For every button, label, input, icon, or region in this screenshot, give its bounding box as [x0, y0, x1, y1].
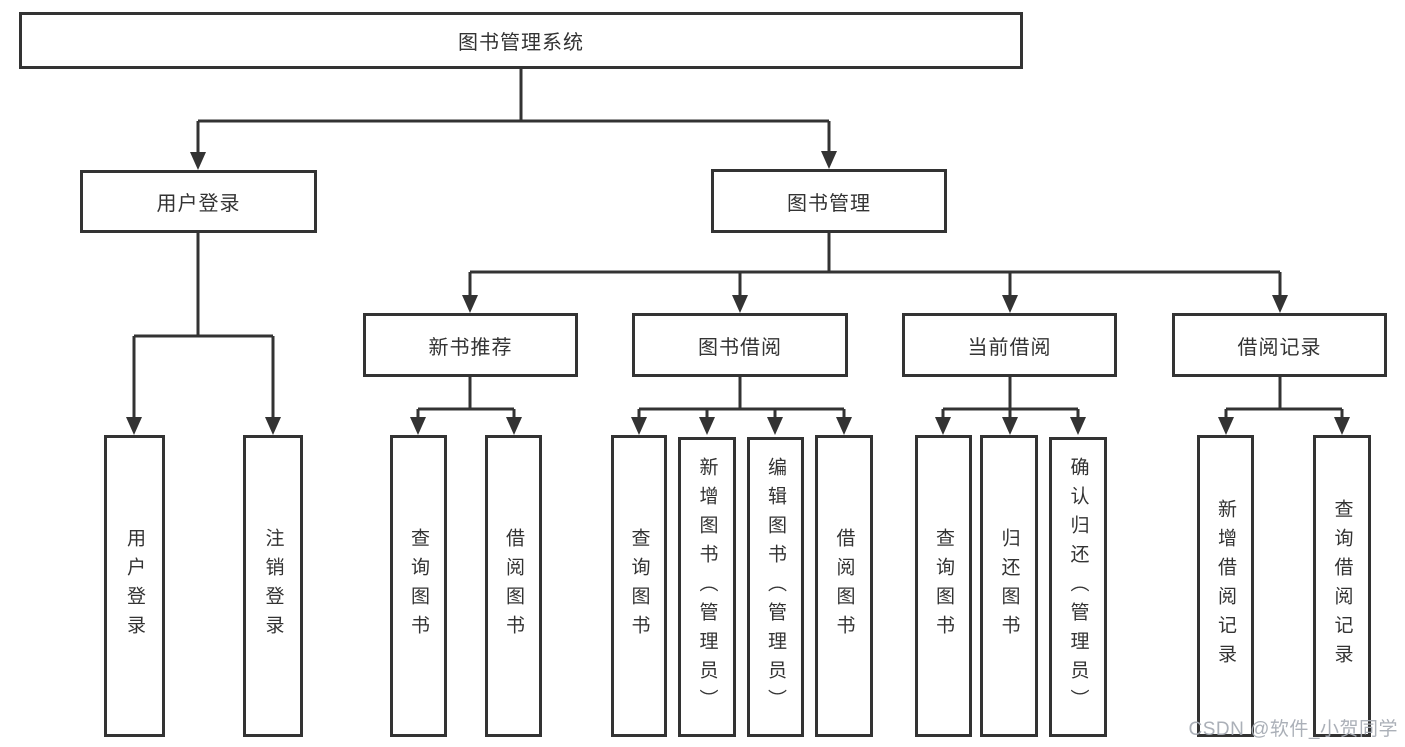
leaf-current-confirm-return-admin: 确认归还（管理员） — [1049, 437, 1107, 737]
leaf-borrow-add-books-admin-label: 新增图书（管理员） — [696, 456, 718, 718]
leaf-borrow-query-books: 查询图书 — [611, 435, 667, 737]
leaf-logout: 注销登录 — [243, 435, 303, 737]
leaf-newbook-query-books-label: 查询图书 — [408, 528, 429, 644]
leaf-borrow-query-books-label: 查询图书 — [628, 528, 650, 644]
node-book-management: 图书管理 — [711, 169, 947, 233]
leaf-borrow-edit-books-admin-label: 编辑图书（管理员） — [765, 456, 786, 718]
leaf-records-query-record: 查询借阅记录 — [1313, 435, 1371, 737]
node-root: 图书管理系统 — [19, 12, 1023, 69]
leaf-borrow-borrow-books: 借阅图书 — [815, 435, 873, 737]
leaf-records-add-record-label: 新增借阅记录 — [1215, 499, 1236, 673]
leaf-borrow-borrow-books-label: 借阅图书 — [833, 528, 855, 644]
watermark: CSDN @软件_小贺同学 — [1188, 719, 1398, 740]
leaf-current-query-books-label: 查询图书 — [933, 528, 954, 644]
node-current-borrow: 当前借阅 — [902, 313, 1117, 377]
leaf-current-return-books: 归还图书 — [980, 435, 1038, 737]
leaf-current-query-books: 查询图书 — [915, 435, 972, 737]
node-new-book-recommend: 新书推荐 — [363, 313, 578, 377]
leaf-newbook-query-books: 查询图书 — [390, 435, 447, 737]
node-book-borrow: 图书借阅 — [632, 313, 848, 377]
leaf-newbook-borrow-books: 借阅图书 — [485, 435, 542, 737]
leaf-records-query-record-label: 查询借阅记录 — [1331, 499, 1353, 673]
leaf-current-confirm-return-admin-label: 确认归还（管理员） — [1067, 456, 1089, 718]
leaf-newbook-borrow-books-label: 借阅图书 — [503, 528, 524, 644]
leaf-current-return-books-label: 归还图书 — [998, 528, 1020, 644]
node-borrow-records: 借阅记录 — [1172, 313, 1387, 377]
leaf-user-login: 用户登录 — [104, 435, 165, 737]
leaf-records-add-record: 新增借阅记录 — [1197, 435, 1254, 737]
node-user-login: 用户登录 — [80, 170, 317, 233]
leaf-logout-label: 注销登录 — [262, 528, 284, 644]
leaf-borrow-edit-books-admin: 编辑图书（管理员） — [747, 437, 804, 737]
leaf-user-login-label: 用户登录 — [124, 528, 145, 644]
leaf-borrow-add-books-admin: 新增图书（管理员） — [678, 437, 736, 737]
